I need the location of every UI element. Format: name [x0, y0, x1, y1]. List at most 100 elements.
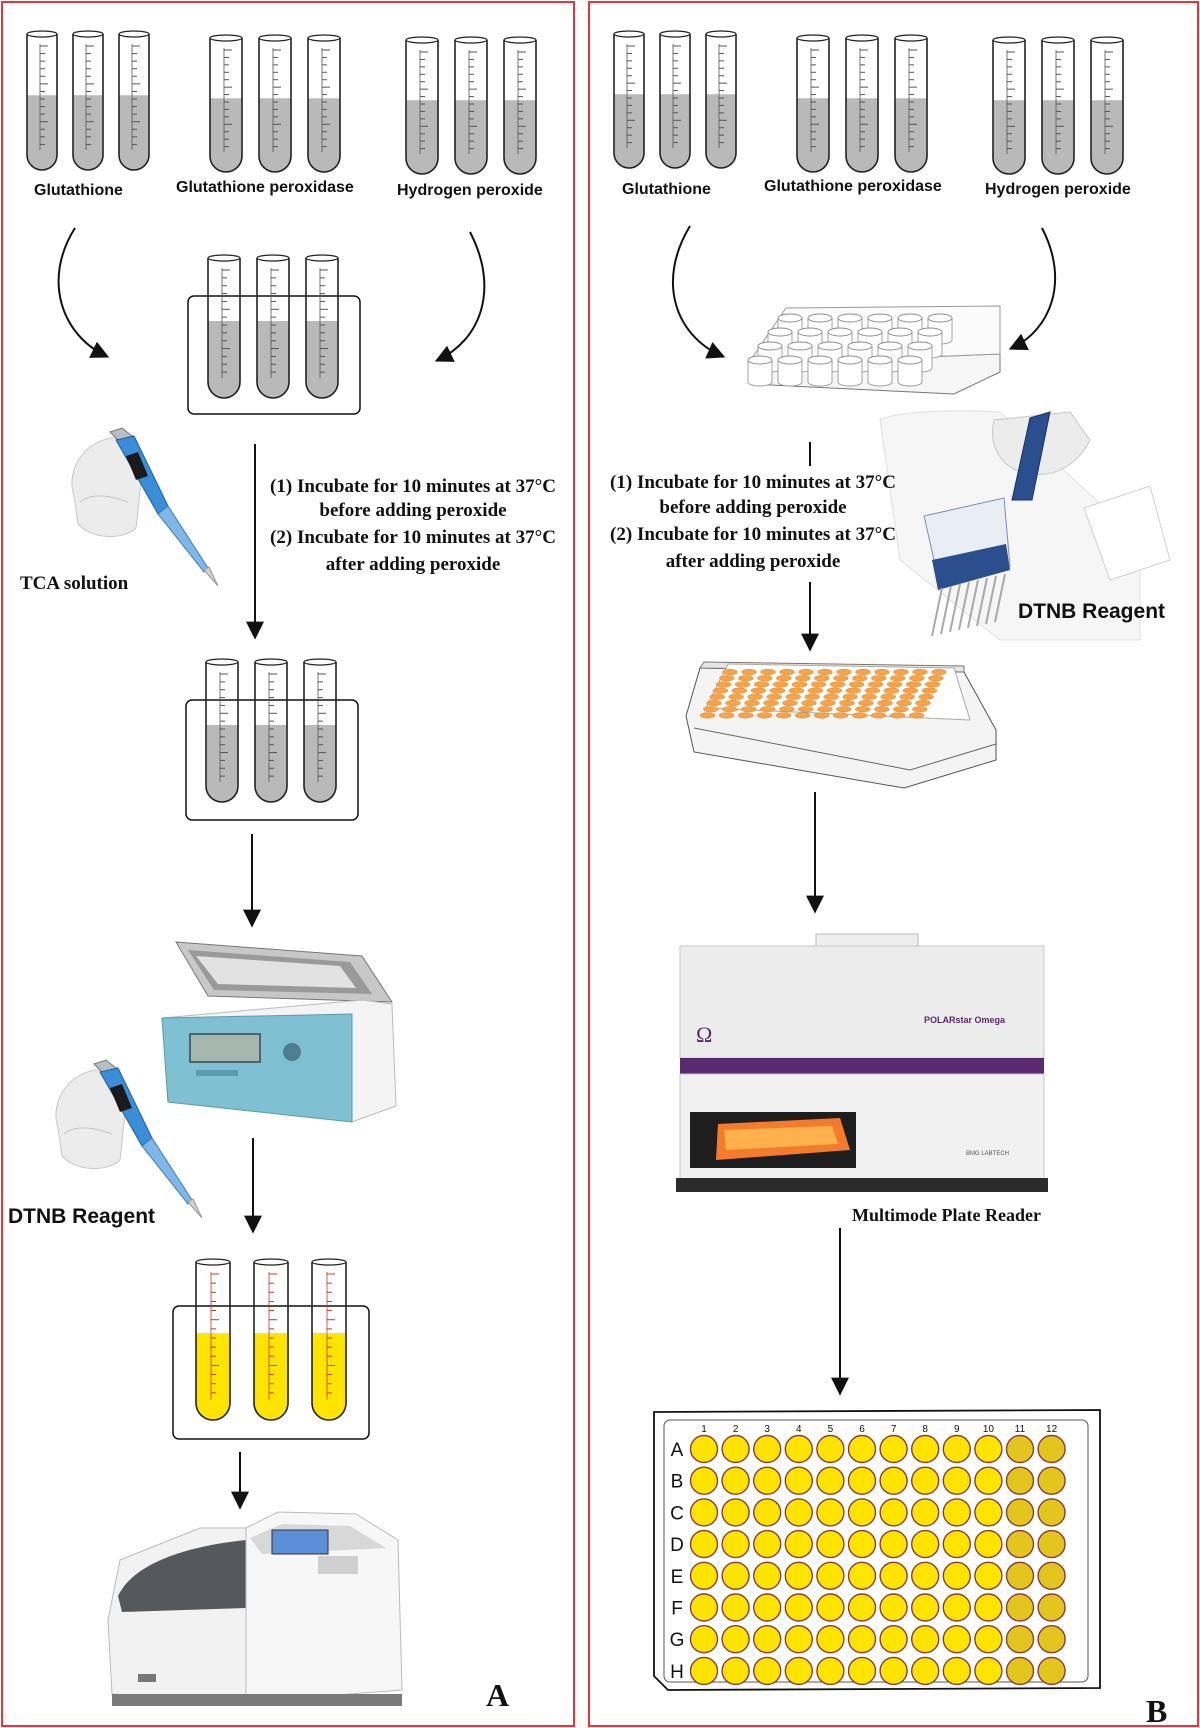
plate-row-label: E: [671, 1567, 684, 1588]
plate-well: [721, 1529, 750, 1559]
panel-a-step-1: (1) Incubate for 10 minutes at 37°C: [270, 476, 556, 497]
plate-well: [1037, 1656, 1066, 1686]
panel-a-curved-arrow-left: [57, 227, 110, 358]
plate-well: [942, 1656, 971, 1686]
plate-well: [974, 1466, 1003, 1495]
test-tube: [796, 34, 830, 173]
plate-reader: [676, 933, 1048, 1192]
plate-well: [816, 1529, 845, 1559]
plate-column-label: 5: [828, 1424, 834, 1435]
plate-well: [753, 1434, 782, 1464]
plate-well: [911, 1498, 940, 1527]
panel-a-rack-1: [187, 295, 361, 415]
plate-row-label: G: [670, 1630, 685, 1651]
panel-a-border: [1, 1, 575, 1727]
test-tube: [705, 30, 737, 169]
plate-well: [816, 1656, 845, 1686]
test-tube: [26, 30, 58, 171]
plate-well: [847, 1529, 877, 1559]
plate-well: [911, 1466, 940, 1495]
plate-well: [753, 1466, 782, 1495]
panel-a-step-1b: before adding peroxide: [319, 500, 507, 521]
plate-well: [816, 1593, 845, 1622]
panel-a-tubes-gpx: [209, 34, 341, 173]
plate-well: [816, 1624, 845, 1654]
plate-well: [1005, 1656, 1035, 1686]
test-tube: [303, 658, 337, 803]
plate-well: [816, 1466, 845, 1495]
plate-well: [911, 1434, 940, 1464]
plate-well: [942, 1561, 971, 1591]
plate-well: [721, 1434, 750, 1464]
plate-well: [1037, 1593, 1066, 1622]
panel-b-border: [588, 1, 1199, 1727]
plate-well: [753, 1498, 782, 1527]
test-tube: [205, 658, 239, 803]
plate-well: [689, 1624, 719, 1654]
panel-a-rack-2: [185, 699, 359, 821]
panel-a-reagent-label-gpx: Glutathione peroxidase: [176, 179, 354, 196]
spectrophotometer: [107, 1511, 403, 1706]
plate-row-label: A: [671, 1440, 684, 1461]
plate-well: [753, 1529, 782, 1559]
panel-b-multichannel-pipette: [879, 410, 1171, 641]
plate-well: [1005, 1624, 1035, 1654]
plate-well: [753, 1656, 782, 1686]
plate-well: [816, 1498, 845, 1527]
plate-well: [784, 1434, 813, 1464]
plate-well: [721, 1593, 750, 1622]
plate-well: [1037, 1434, 1066, 1464]
plate-row-label: H: [670, 1662, 684, 1683]
panel-a-rack-1-tubes: [207, 254, 339, 399]
plate-well: [974, 1529, 1003, 1559]
plate-column-label: 10: [983, 1424, 995, 1435]
panel-a-pipette-tca: [71, 427, 219, 587]
test-tube: [307, 34, 341, 173]
plate-row-label: C: [670, 1503, 684, 1524]
plate-well: [1037, 1561, 1066, 1591]
reader-maker: BMG LABTECH: [966, 1151, 1009, 1157]
plate-well: [1005, 1466, 1035, 1495]
plate-well: [816, 1561, 845, 1591]
panel-a-reagent-label-h2o2: Hydrogen peroxide: [397, 182, 543, 199]
plate-well: [784, 1529, 813, 1559]
test-tube: [258, 34, 292, 173]
panel-a-rack-2-tubes: [205, 658, 337, 803]
panel-a-rack-3-tubes: [195, 1258, 347, 1421]
panel-b-step-2b: after adding peroxide: [665, 551, 841, 572]
test-tube: [503, 36, 537, 175]
plate-well: [689, 1466, 719, 1495]
plate-well: [689, 1434, 719, 1464]
plate-well: [911, 1656, 940, 1686]
plate-well: [942, 1624, 971, 1654]
plate-well: [784, 1561, 813, 1591]
panel-b-step-1b: before adding peroxide: [659, 497, 847, 518]
plate-well: [879, 1529, 908, 1559]
plate-well: [974, 1434, 1003, 1464]
test-tube: [253, 1258, 289, 1421]
test-tube: [1090, 36, 1124, 175]
plate-well: [974, 1498, 1003, 1527]
plate-well: [689, 1498, 719, 1527]
plate-well: [1005, 1529, 1035, 1559]
plate-well: [942, 1593, 971, 1622]
test-tube: [894, 34, 928, 173]
plate-well: [721, 1466, 750, 1495]
test-tube: [209, 34, 243, 173]
test-tube: [305, 254, 339, 399]
test-tube: [405, 36, 439, 175]
plate-well: [1037, 1529, 1066, 1559]
plate-well: [879, 1498, 908, 1527]
plate-well: [753, 1593, 782, 1622]
plate-well: [721, 1498, 750, 1527]
panel-a-rack-3: [172, 1305, 370, 1440]
plate-column-label: 1: [701, 1424, 707, 1435]
plate-column-label: 4: [796, 1424, 802, 1435]
plate-well: [1005, 1434, 1035, 1464]
test-tube: [254, 658, 288, 803]
plate-well: [721, 1561, 750, 1591]
plate-well: [847, 1466, 877, 1495]
panel-b-dtnb-label: DTNB Reagent: [1018, 600, 1165, 623]
plate-well: [879, 1434, 908, 1464]
